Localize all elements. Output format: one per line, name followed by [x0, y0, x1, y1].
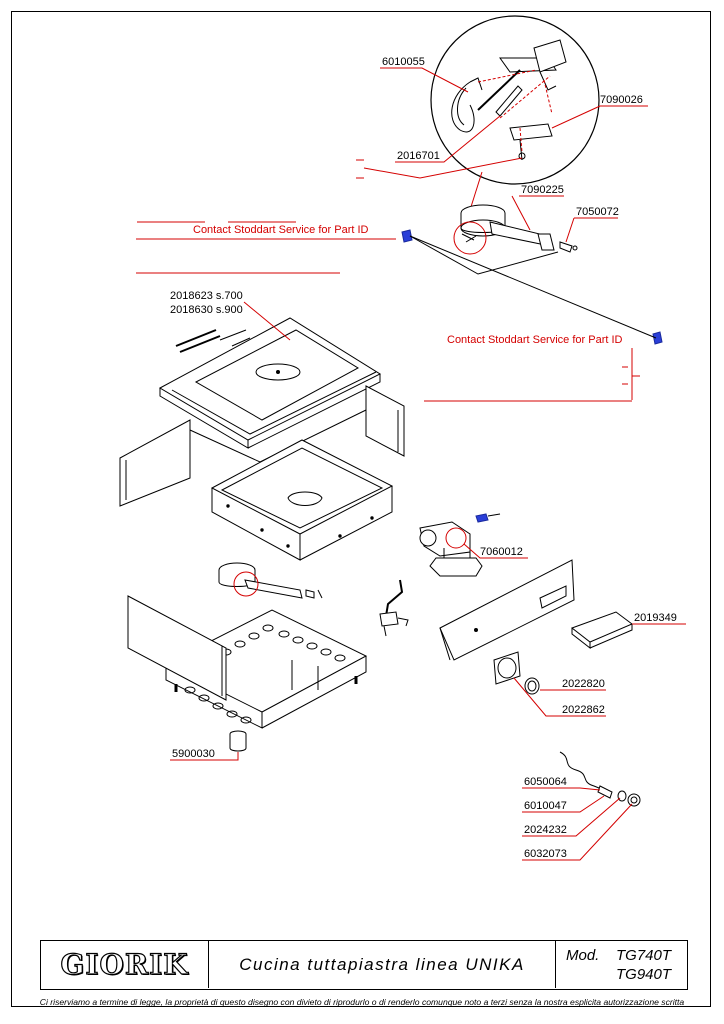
pilot-pipe: [379, 579, 409, 637]
leader-hotplate: [243, 301, 291, 341]
part-label-6010055: 6010055: [382, 56, 425, 68]
contact-notice-2: Contact Stoddart Service for Part ID: [447, 334, 623, 346]
valve-assembly: [419, 513, 501, 577]
brand-logo-text: GIORIK: [60, 947, 189, 981]
model-prefix: Mod.: [566, 947, 600, 964]
model-code-2: TG940T: [616, 966, 672, 983]
model-code-1: TG740T: [616, 947, 672, 964]
product-description: Cucina tuttapiastra linea UNIKA: [209, 941, 556, 988]
part-label-2024232: 2024232: [524, 824, 567, 836]
burner-assembly-lower: [218, 562, 323, 599]
knob-bezel: [493, 651, 521, 685]
small-parts-leaders: [522, 787, 633, 861]
base-frame: [127, 595, 368, 729]
title-block: GIORIK Cucina tuttapiastra linea UNIKA M…: [40, 940, 688, 990]
copyright-footer: Ci riserviamo a termine di legge, la pro…: [39, 997, 685, 1007]
marker-blue-2: [652, 331, 663, 345]
contact-lines-left: [136, 221, 396, 274]
part-label-2022820: 2022820: [562, 678, 605, 690]
knob: [524, 677, 540, 695]
thermocouple-small: [559, 751, 613, 799]
leader-foot: [170, 752, 239, 761]
leader-marker-to-marker: [409, 235, 657, 339]
part-label-7060012: 7060012: [480, 546, 523, 558]
brand-logo: GIORIK: [41, 941, 209, 988]
part-label-2018630: 2018630 s.900: [170, 304, 243, 316]
drawing-frame: [11, 11, 711, 1007]
burner-box: [210, 439, 394, 561]
marker-blue-1: [401, 229, 413, 243]
small-nut: [617, 790, 627, 802]
part-label-2019349: 2019349: [634, 612, 677, 624]
part-label-6032073: 6032073: [524, 848, 567, 860]
part-label-2022862: 2022862: [562, 704, 605, 716]
part-label-2018623: 2018623 s.700: [170, 290, 243, 302]
front-panel: [439, 559, 575, 661]
part-label-7090225: 7090225: [521, 184, 564, 196]
hotplate-assembly: [119, 317, 405, 507]
drip-drawer: [570, 611, 633, 650]
contact-notice-1: Contact Stoddart Service for Part ID: [193, 224, 369, 236]
model-box: Mod. TG740T TG940T: [556, 941, 686, 988]
detail-circle-pilot-assembly: [430, 15, 600, 185]
part-label-7050072: 7050072: [576, 206, 619, 218]
burner-top-leaders: [511, 195, 618, 243]
part-label-6050064: 6050064: [524, 776, 567, 788]
small-cap: [627, 793, 641, 807]
part-label-5900030: 5900030: [172, 748, 215, 760]
part-label-7090026: 7090026: [600, 94, 643, 106]
knob-leaders: [513, 677, 606, 717]
detail-circle-leaders: [356, 67, 648, 211]
part-label-2016701: 2016701: [397, 150, 440, 162]
contact-lines-right: [424, 348, 640, 402]
part-label-6010047: 6010047: [524, 800, 567, 812]
burner-assembly-top: [453, 204, 578, 255]
foot: [229, 730, 247, 752]
